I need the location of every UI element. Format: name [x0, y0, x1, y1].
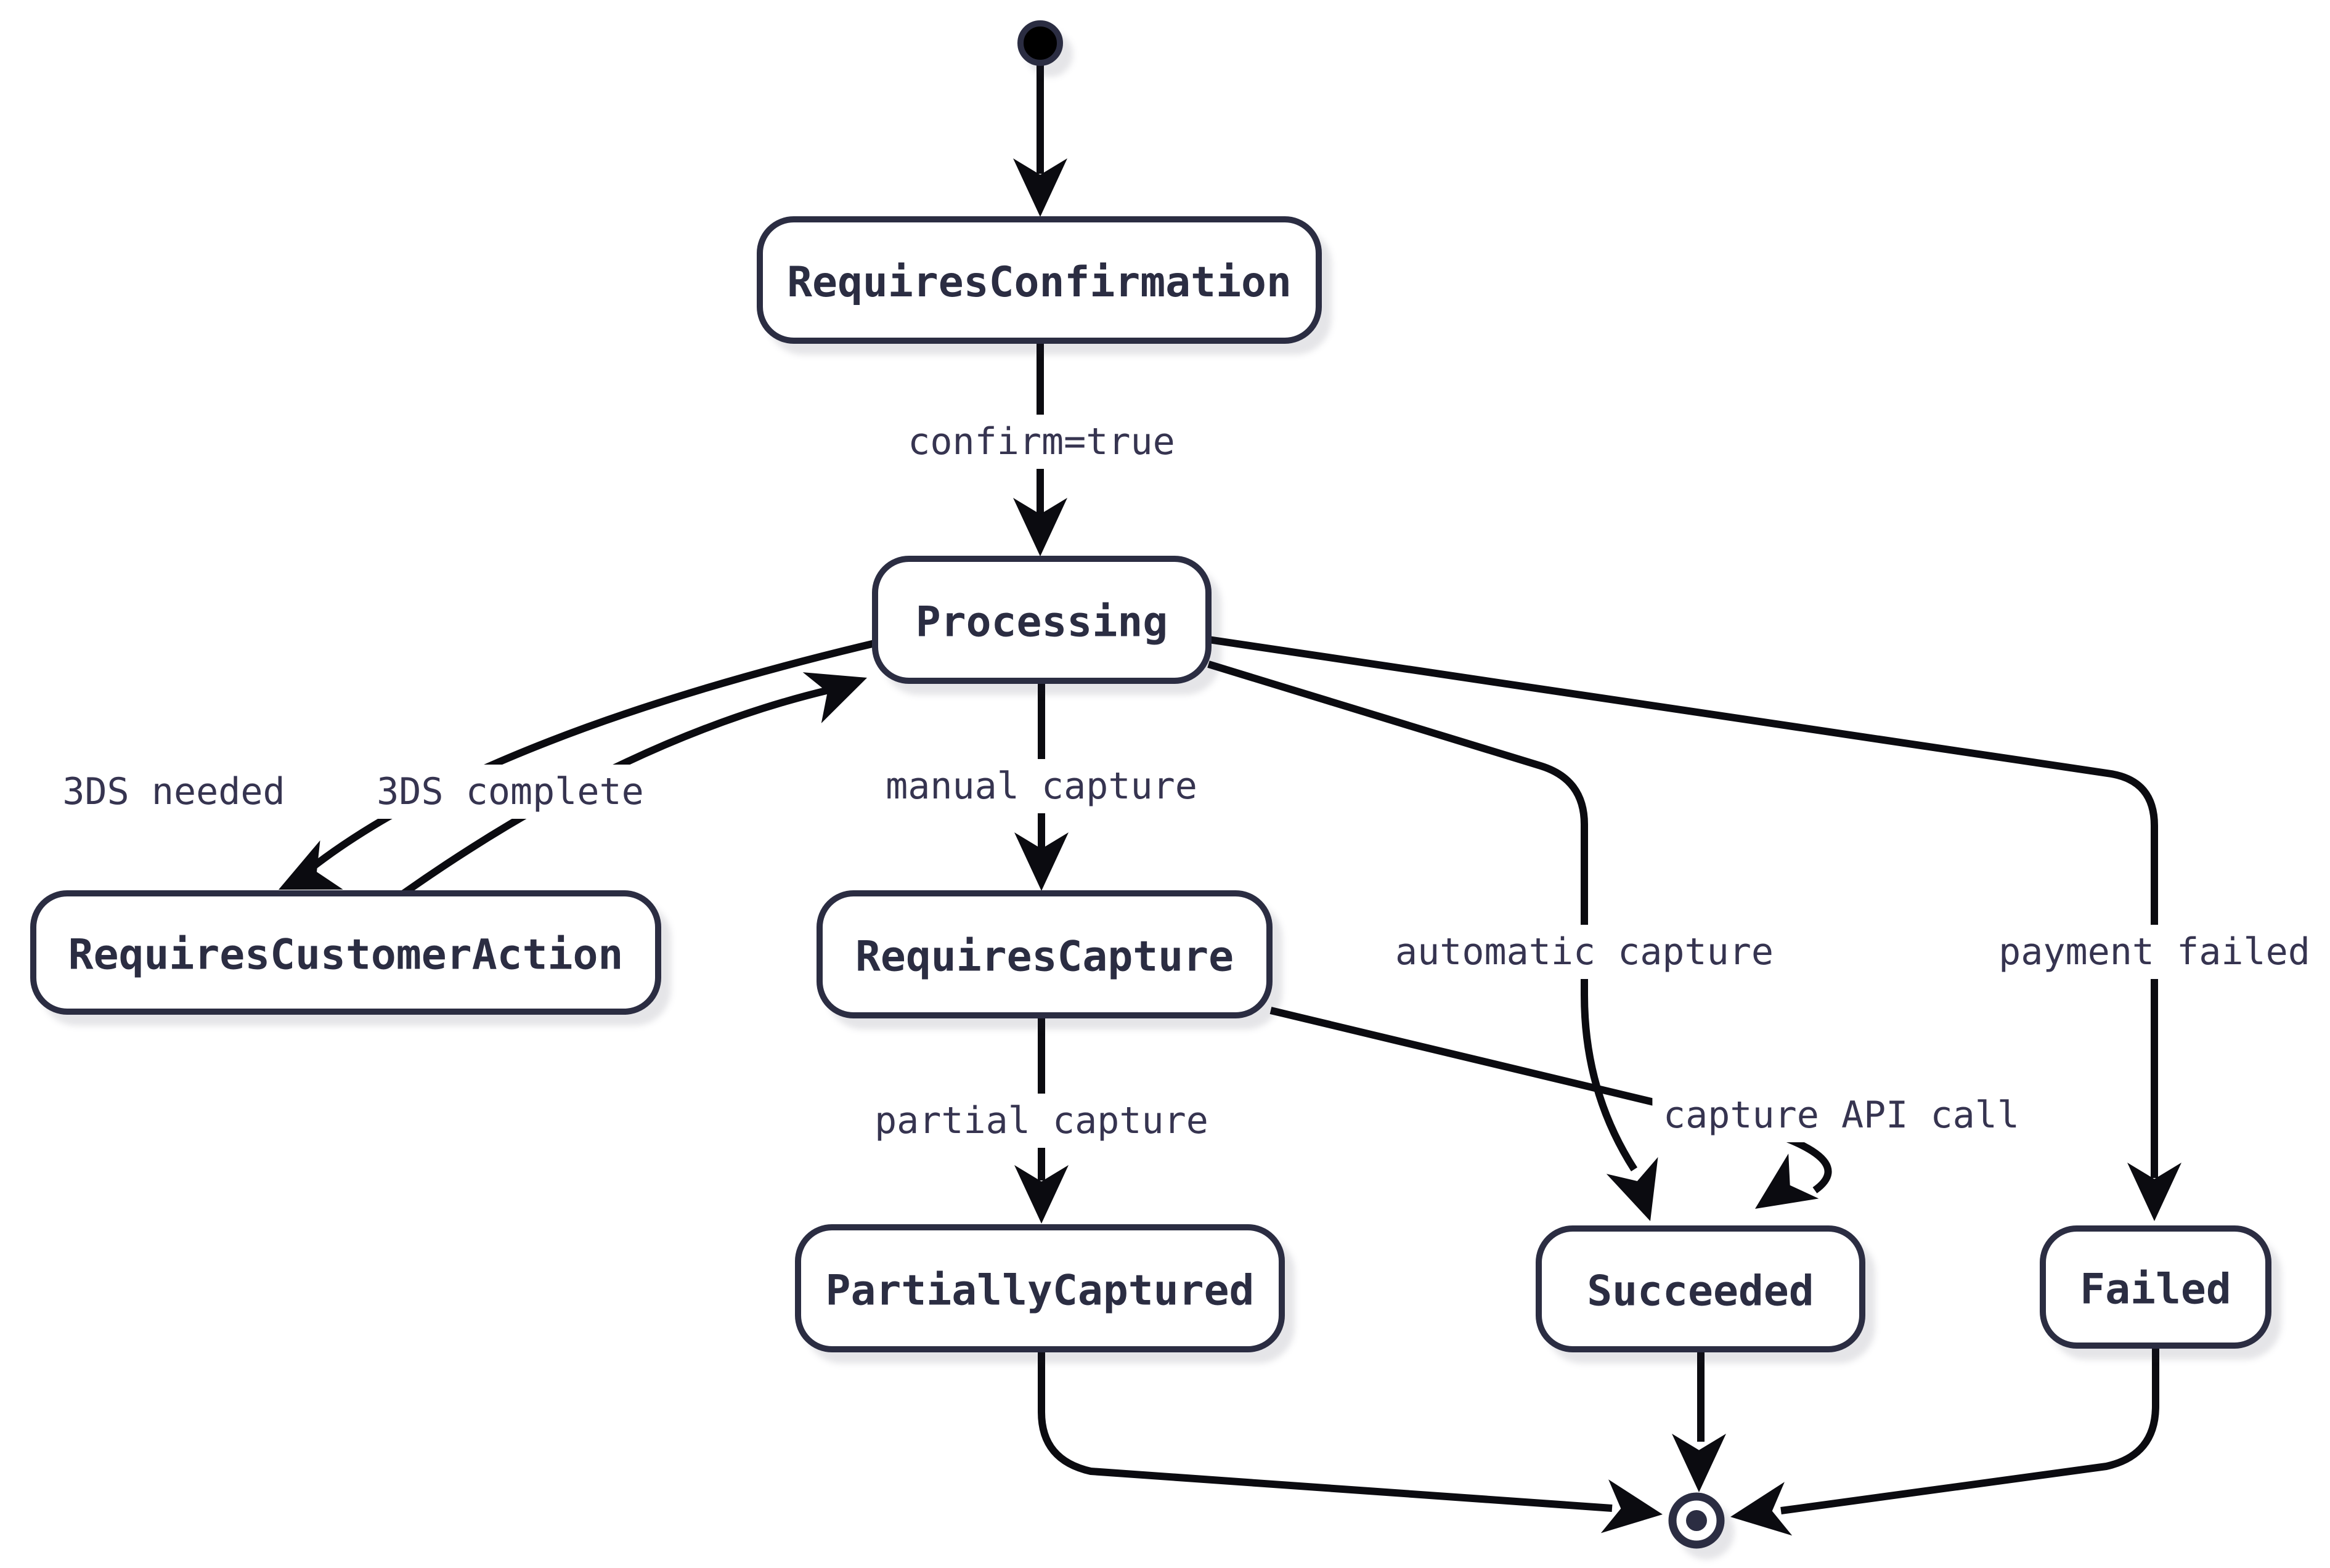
- arrowhead-icon: [1606, 1157, 1658, 1221]
- state-node-label: RequiresConfirmation: [787, 258, 1292, 307]
- state-node-box: [817, 890, 1273, 1018]
- edge-PartiallyCaptured-to-final: [1038, 1351, 1663, 1533]
- final-state: [1668, 1492, 1725, 1549]
- edge-line: [1780, 1347, 2159, 1514]
- arrowhead-icon: [1672, 1434, 1726, 1492]
- state-node-box: [757, 216, 1322, 344]
- state-node-box: [2040, 1225, 2271, 1349]
- edge-label-background: [863, 1094, 1220, 1148]
- state-node-failed: Failed: [2040, 1225, 2271, 1349]
- state-node-label: Failed: [2080, 1265, 2231, 1314]
- edge-label-text: manual capture: [886, 765, 1197, 808]
- edge-Succeeded-to-final: [1672, 1351, 1726, 1492]
- state-node-requirescustomeraction: RequiresCustomerAction: [30, 890, 661, 1015]
- edge-label-text: 3DS complete: [377, 770, 643, 813]
- arrowhead-icon: [2127, 1163, 2181, 1221]
- state-node-box: [872, 556, 1212, 684]
- edge-Failed-to-final: [1730, 1347, 2159, 1536]
- state-node-partiallycaptured: PartiallyCaptured: [795, 1224, 1285, 1352]
- state-node-box: [1536, 1225, 1865, 1352]
- state-node-label: Processing: [916, 598, 1168, 647]
- edge-line: [1038, 1351, 1613, 1512]
- edge-label-background: [1652, 1088, 2031, 1142]
- edge-label-Processing-to-RequiresCustomerAction: 3DS needed: [52, 765, 296, 819]
- edge-label-background: [52, 765, 296, 819]
- edge-label-RequiresConfirmation-to-Processing: confirm=true: [897, 415, 1186, 469]
- edge-label-text: partial capture: [874, 1099, 1208, 1142]
- initial-state-dot: [1017, 20, 1063, 66]
- edge-label-background: [365, 765, 655, 819]
- edge-Processing-to-Succeeded: [1207, 660, 1658, 1221]
- edge-label-Processing-to-Succeeded: automatic capture: [1384, 925, 1785, 979]
- edge-label-text: 3DS needed: [62, 770, 285, 813]
- edge-label-RequiresCapture-to-Succeeded: capture API call: [1652, 1088, 2031, 1142]
- final-state-inner-dot-icon: [1686, 1510, 1707, 1531]
- arrowhead-icon: [1755, 1153, 1819, 1209]
- initial-state-icon: [1017, 20, 1063, 66]
- edge-label-background: [1384, 925, 1785, 979]
- edge-label-background: [897, 415, 1186, 469]
- state-node-succeeded: Succeeded: [1536, 1225, 1865, 1352]
- arrowhead-icon: [1013, 158, 1067, 217]
- edge-initial-to-RequiresConfirmation: [1013, 64, 1067, 217]
- state-node-requiresconfirmation: RequiresConfirmation: [757, 216, 1322, 344]
- arrowhead-icon: [1730, 1482, 1793, 1536]
- edge-line: [288, 639, 879, 888]
- state-node-label: RequiresCapture: [855, 933, 1234, 981]
- arrowhead-icon: [802, 672, 867, 723]
- edge-line: [1207, 660, 1638, 1172]
- state-node-box: [795, 1224, 1285, 1352]
- edge-label-RequiresCustomerAction-to-Processing: 3DS complete: [365, 765, 655, 819]
- edge-label-text: capture API call: [1663, 1094, 2019, 1137]
- edge-label-background: [874, 759, 1208, 813]
- edge-line: [1208, 636, 2158, 1178]
- edge-Processing-to-RequiresCustomerAction: [279, 639, 879, 890]
- arrowhead-icon: [1014, 832, 1069, 891]
- edge-label-text: automatic capture: [1395, 930, 1774, 973]
- edge-label-RequiresCapture-to-PartiallyCaptured: partial capture: [863, 1094, 1220, 1148]
- state-node-box: [30, 890, 661, 1015]
- arrowhead-icon: [1013, 498, 1067, 556]
- state-node-processing: Processing: [872, 556, 1212, 684]
- arrowhead-icon: [279, 840, 343, 890]
- state-node-requirescapture: RequiresCapture: [817, 890, 1273, 1018]
- edge-label-text: payment failed: [1998, 930, 2310, 973]
- edge-Processing-to-Failed: [1208, 636, 2181, 1221]
- edge-label-Processing-to-RequiresCapture: manual capture: [874, 759, 1208, 813]
- edge-label-background: [1987, 925, 2321, 979]
- state-node-label: RequiresCustomerAction: [68, 931, 624, 980]
- edge-label-text: confirm=true: [908, 420, 1175, 463]
- edge-label-Processing-to-Failed: payment failed: [1987, 925, 2321, 979]
- state-node-label: PartiallyCaptured: [826, 1267, 1255, 1315]
- arrowhead-icon: [1600, 1479, 1663, 1533]
- state-node-label: Succeeded: [1587, 1267, 1814, 1316]
- arrowhead-icon: [1014, 1165, 1069, 1224]
